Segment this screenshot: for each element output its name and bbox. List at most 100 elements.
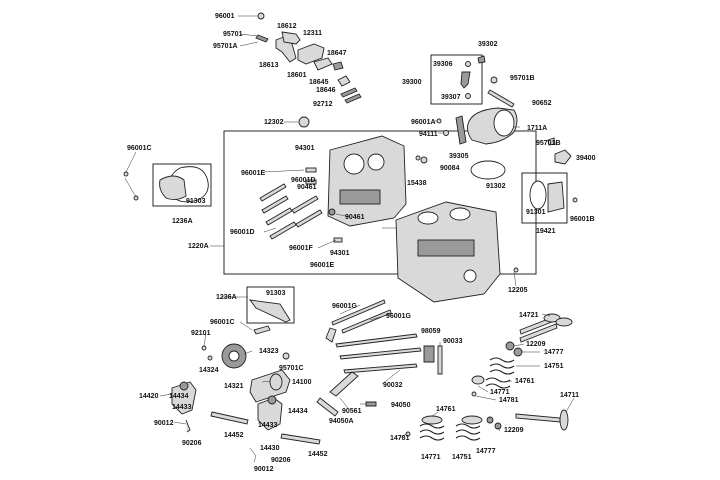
label-18613: 18613 bbox=[259, 62, 279, 69]
label-14321: 14321 bbox=[224, 383, 244, 390]
label-12205: 12205 bbox=[508, 287, 528, 294]
label-96001G-a: 96001G bbox=[332, 303, 357, 310]
label-95701B-top: 95701B bbox=[510, 75, 535, 82]
part-number-labels: 96001 18612 12311 95701 95701A 18613 186… bbox=[127, 13, 596, 473]
label-96001C-mid: 96001C bbox=[210, 319, 235, 326]
label-18647: 18647 bbox=[327, 50, 347, 57]
label-96001B: 96001B bbox=[570, 216, 595, 223]
label-96001E-top: 96001E bbox=[241, 170, 265, 177]
label-94111: 94111 bbox=[419, 131, 438, 138]
label-14751-bot: 14751 bbox=[452, 454, 472, 461]
label-39307: 39307 bbox=[441, 94, 461, 101]
label-90561: 90561 bbox=[342, 408, 362, 415]
label-91302: 91302 bbox=[486, 183, 506, 190]
label-18646: 18646 bbox=[316, 87, 336, 94]
label-1220A: 1220A bbox=[188, 243, 209, 250]
camshaft-assembly-14100 bbox=[201, 343, 291, 403]
label-94301-bot: 94301 bbox=[330, 250, 350, 257]
label-14434-left: 14434 bbox=[169, 393, 189, 400]
label-14420: 14420 bbox=[139, 393, 159, 400]
label-14430: 14430 bbox=[260, 445, 280, 452]
label-14751-top: 14751 bbox=[544, 363, 564, 370]
label-90012-bot: 90012 bbox=[254, 466, 274, 473]
label-14777-top: 14777 bbox=[544, 349, 564, 356]
label-14761-bot: 14761 bbox=[436, 406, 456, 413]
cover-gasket-1236A-mid bbox=[248, 299, 291, 335]
valve-train-top bbox=[471, 313, 573, 397]
label-96001D-left: 96001D bbox=[230, 229, 255, 236]
label-14721: 14721 bbox=[519, 312, 539, 319]
label-96001G-b: 96001G bbox=[386, 313, 411, 320]
label-92101: 92101 bbox=[191, 330, 211, 337]
label-95701: 95701 bbox=[223, 31, 243, 38]
label-12209-top: 12209 bbox=[526, 341, 546, 348]
label-15438: 15438 bbox=[407, 180, 427, 187]
label-95701A-top: 95701A bbox=[213, 43, 238, 50]
gasket-91303-frame-left bbox=[152, 163, 212, 207]
label-91301: 91301 bbox=[526, 209, 546, 216]
cover-gasket-91303 bbox=[123, 166, 209, 203]
bracket-cluster-18601 bbox=[255, 12, 362, 104]
intake-pipe-91301 bbox=[529, 180, 578, 213]
intake-91301-frame bbox=[521, 172, 568, 224]
label-14324: 14324 bbox=[199, 367, 219, 374]
label-96001C-left: 96001C bbox=[127, 145, 152, 152]
label-14433-left: 14433 bbox=[172, 404, 192, 411]
label-92712: 92712 bbox=[313, 101, 333, 108]
label-39306: 39306 bbox=[433, 61, 453, 68]
label-14434-mid: 14434 bbox=[288, 408, 308, 415]
label-91303-mid: 91303 bbox=[266, 290, 286, 297]
label-94301-top: 94301 bbox=[295, 145, 315, 152]
push-rods bbox=[316, 299, 422, 417]
label-19421: 19421 bbox=[536, 228, 556, 235]
valve-train-bottom bbox=[405, 409, 569, 441]
label-39300: 39300 bbox=[402, 79, 422, 86]
injector-39300 bbox=[460, 55, 515, 108]
label-1236A-left: 1236A bbox=[172, 218, 193, 225]
leader-lines bbox=[125, 15, 575, 439]
valve-cover-block bbox=[298, 116, 407, 227]
label-14761-top: 14761 bbox=[515, 378, 535, 385]
label-94050A: 94050A bbox=[329, 418, 354, 425]
label-1711A: 1711A bbox=[527, 125, 547, 132]
label-14452-bot: 14452 bbox=[308, 451, 328, 458]
label-90206-bot: 90206 bbox=[271, 457, 291, 464]
label-95701B-mid: 95701B bbox=[536, 140, 561, 147]
label-39302: 39302 bbox=[478, 41, 498, 48]
label-90652: 90652 bbox=[532, 100, 552, 107]
label-12311: 12311 bbox=[303, 30, 322, 37]
label-39400: 39400 bbox=[576, 155, 596, 162]
label-90461-top: 90461 bbox=[297, 184, 317, 191]
rocker-arm-14430 bbox=[249, 395, 321, 463]
label-95701C: 95701C bbox=[279, 365, 304, 372]
label-39305: 39305 bbox=[449, 153, 469, 160]
label-94050: 94050 bbox=[391, 402, 411, 409]
label-96001A-mid: 96001A bbox=[411, 119, 436, 126]
label-14452-left: 14452 bbox=[224, 432, 244, 439]
label-98059: 98059 bbox=[421, 328, 441, 335]
intake-throttle-body-1711A bbox=[415, 107, 572, 180]
label-90012-left: 90012 bbox=[154, 420, 174, 427]
label-14781-bot: 14781 bbox=[390, 435, 410, 442]
gasket-91303-frame-mid bbox=[246, 286, 295, 324]
label-12302: 12302 bbox=[264, 119, 284, 126]
label-90032: 90032 bbox=[383, 382, 403, 389]
label-18645: 18645 bbox=[309, 79, 329, 86]
label-96001D-top: 96001D bbox=[291, 177, 316, 184]
label-18601: 18601 bbox=[287, 72, 307, 79]
label-12209-bot: 12209 bbox=[504, 427, 524, 434]
label-1236A-mid: 1236A bbox=[216, 294, 237, 301]
cylinder-head-1220A bbox=[395, 201, 519, 303]
label-14777-bot: 14777 bbox=[476, 448, 496, 455]
label-18612: 18612 bbox=[277, 23, 297, 30]
label-14781-top: 14781 bbox=[499, 397, 519, 404]
label-14323: 14323 bbox=[259, 348, 279, 355]
injector-39300-frame bbox=[430, 54, 483, 105]
label-96001E-bot: 96001E bbox=[310, 262, 334, 269]
label-14100: 14100 bbox=[292, 379, 312, 386]
label-90084: 90084 bbox=[440, 165, 460, 172]
rocker-arm-14420 bbox=[171, 381, 249, 433]
label-14771-top: 14771 bbox=[490, 389, 510, 396]
label-14771-bot: 14771 bbox=[421, 454, 441, 461]
